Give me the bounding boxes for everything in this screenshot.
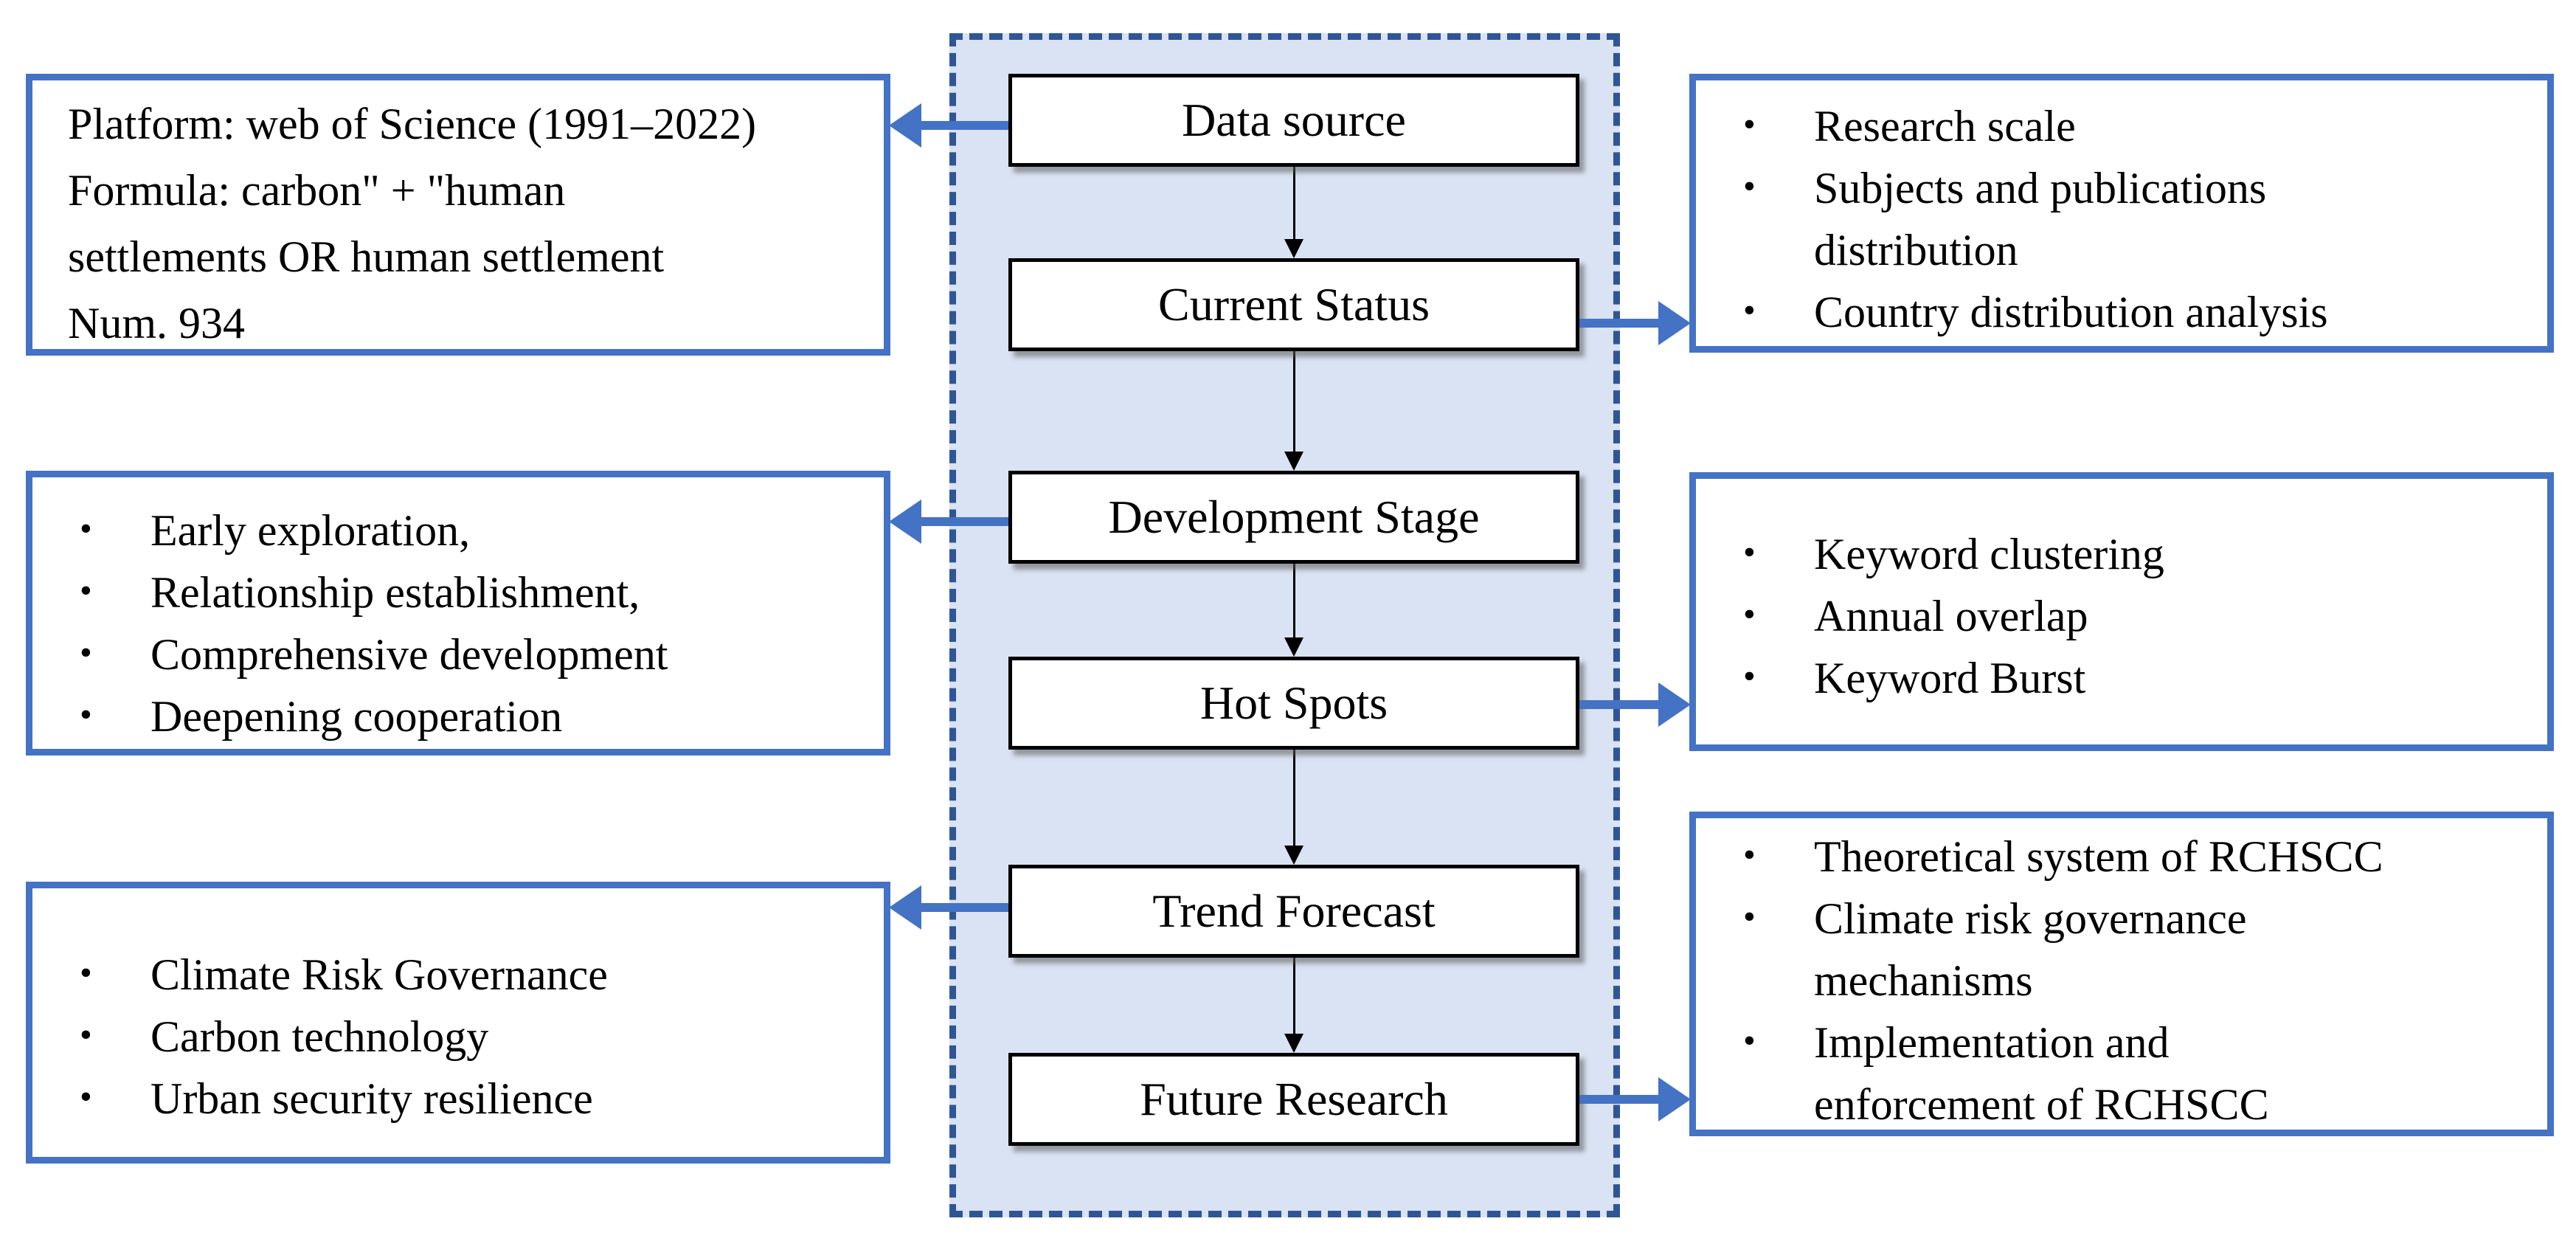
flow-step-hot-spots: Hot Spots	[1008, 657, 1579, 750]
flow-step-label: Data source	[1182, 94, 1406, 146]
bullet-item: Theoretical system of RCHSCC	[1743, 824, 2521, 888]
flow-arrow-down-icon	[1284, 167, 1303, 258]
bullet-item: Comprehensive development	[80, 622, 857, 685]
bullet-item: Urban security resilience	[80, 1066, 857, 1130]
flow-step-label: Future Research	[1140, 1073, 1448, 1125]
link-arrow-left-icon	[889, 499, 1008, 544]
detail-box-trend-topics: Climate Risk Governance Carbon technolog…	[26, 882, 890, 1164]
flow-step-label: Trend Forecast	[1152, 885, 1436, 937]
bullet-item: Annual overlap	[1743, 584, 2521, 647]
flow-arrow-down-icon	[1284, 958, 1303, 1053]
link-arrow-left-icon	[889, 885, 1008, 930]
flow-arrow-down-icon	[1284, 351, 1303, 471]
flow-step-label: Current Status	[1158, 278, 1430, 331]
detail-box-hotspot-methods: Keyword clustering Annual overlap Keywor…	[1689, 472, 2554, 751]
flow-panel	[949, 33, 1620, 1217]
link-arrow-right-icon	[1579, 1077, 1691, 1121]
bullet-list: Early exploration, Relationship establis…	[32, 477, 884, 747]
bullet-item: Climate risk governance mechanisms	[1743, 886, 2521, 1012]
platform-details-text: Platform: web of Science (1991–2022) For…	[68, 100, 757, 348]
link-arrow-right-icon	[1579, 301, 1691, 345]
bullet-item: Carbon technology	[80, 1004, 857, 1068]
flow-step-trend-forecast: Trend Forecast	[1008, 865, 1579, 958]
bullet-list: Research scale Subjects and publications…	[1696, 80, 2547, 343]
flow-step-development-stage: Development Stage	[1008, 471, 1579, 564]
flow-step-label: Hot Spots	[1199, 677, 1388, 729]
bullet-item: Relationship establishment,	[80, 560, 857, 623]
detail-box-current-status-analyses: Research scale Subjects and publications…	[1689, 74, 2554, 353]
bullet-item: Research scale	[1743, 94, 2521, 157]
bullet-list: Keyword clustering Annual overlap Keywor…	[1696, 479, 2547, 709]
bullet-item: Implementation and enforcement of RCHSCC	[1743, 1010, 2521, 1135]
link-arrow-right-icon	[1579, 682, 1691, 727]
flow-step-label: Development Stage	[1108, 491, 1480, 543]
flow-step-future-research: Future Research	[1008, 1053, 1579, 1146]
detail-box-development-stages: Early exploration, Relationship establis…	[26, 471, 890, 756]
flow-arrow-down-icon	[1284, 564, 1303, 657]
detail-box-platform: Platform: web of Science (1991–2022) For…	[26, 74, 890, 356]
flow-step-current-status: Current Status	[1008, 258, 1579, 351]
link-arrow-left-icon	[889, 103, 1008, 148]
bullet-item: Climate Risk Governance	[80, 942, 857, 1006]
bullet-item: Country distribution analysis	[1743, 280, 2521, 343]
bullet-item: Early exploration,	[80, 498, 857, 561]
bullet-item: Keyword Burst	[1743, 646, 2521, 709]
bullet-item: Subjects and publications distribution	[1743, 156, 2521, 281]
bullet-item: Keyword clustering	[1743, 522, 2521, 585]
flow-step-data-source: Data source	[1008, 74, 1579, 167]
bullet-list: Climate Risk Governance Carbon technolog…	[32, 888, 884, 1130]
bullet-list: Theoretical system of RCHSCC Climate ris…	[1696, 818, 2547, 1135]
flow-arrow-down-icon	[1284, 750, 1303, 865]
bullet-item: Deepening cooperation	[80, 684, 857, 747]
detail-box-future-research-directions: Theoretical system of RCHSCC Climate ris…	[1689, 812, 2554, 1136]
